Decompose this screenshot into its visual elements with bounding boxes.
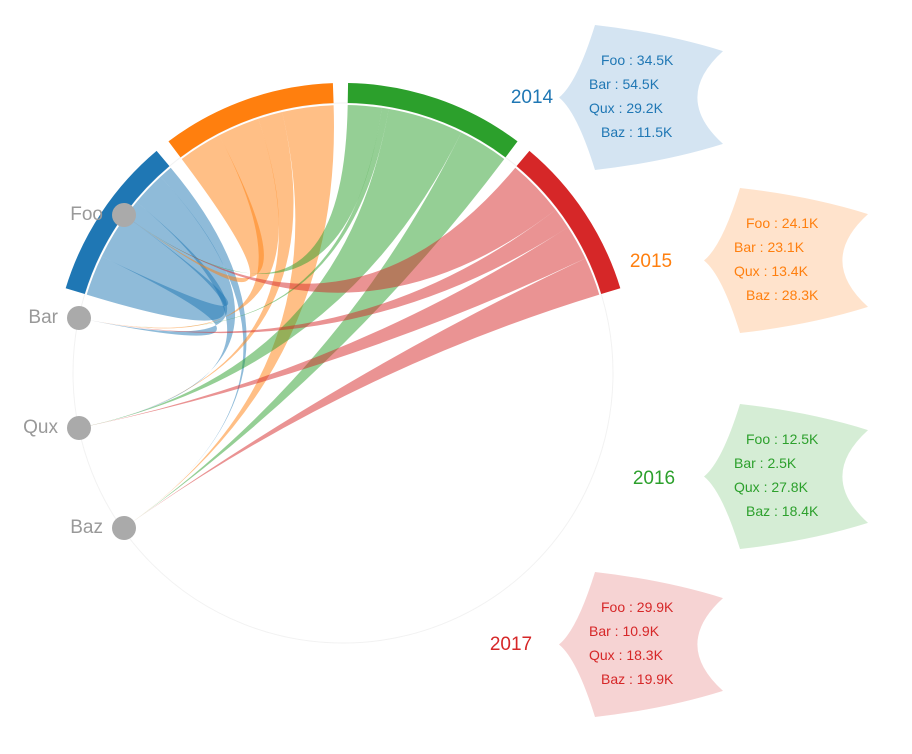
tooltip-line-2016-bar: Bar : 2.5K bbox=[734, 455, 797, 471]
ribbon-bar-2017[interactable] bbox=[79, 209, 568, 334]
tooltip-line-2017-foo: Foo : 29.9K bbox=[601, 599, 674, 615]
ribbon-qux-2014[interactable] bbox=[79, 176, 236, 428]
ribbon-baz-2017[interactable] bbox=[124, 258, 600, 528]
ribbon-foo-2017[interactable] bbox=[124, 167, 556, 293]
ribbon-qux-2015[interactable] bbox=[79, 112, 294, 428]
tooltip-line-2015-foo: Foo : 24.1K bbox=[746, 215, 819, 231]
tooltip-line-2014-bar: Bar : 54.5K bbox=[589, 76, 660, 92]
tooltip-line-2017-qux: Qux : 18.3K bbox=[589, 647, 664, 663]
node-qux[interactable] bbox=[67, 416, 91, 440]
ribbon-bar-2015[interactable] bbox=[79, 118, 279, 329]
year-label-2016: 2016 bbox=[633, 468, 675, 489]
ribbon-foo-2015[interactable] bbox=[124, 135, 264, 283]
category-label-baz: Baz bbox=[70, 517, 103, 538]
tooltip-line-2014-qux: Qux : 29.2K bbox=[589, 100, 664, 116]
tooltip-line-2014-baz: Baz : 11.5K bbox=[601, 124, 673, 140]
year-label-2014: 2014 bbox=[511, 87, 554, 108]
tooltip-2015 bbox=[704, 188, 868, 333]
tooltip-2017 bbox=[559, 572, 723, 717]
ribbon-foo-2014[interactable] bbox=[86, 215, 229, 321]
node-bar[interactable] bbox=[67, 306, 91, 330]
category-label-bar: Bar bbox=[28, 307, 58, 328]
tooltip-line-2017-baz: Baz : 19.9K bbox=[601, 671, 674, 687]
ribbon-baz-2016[interactable] bbox=[124, 132, 505, 529]
tooltip-line-2014-foo: Foo : 34.5K bbox=[601, 52, 674, 68]
ribbon-bar-2016[interactable] bbox=[79, 107, 389, 328]
ribbons bbox=[79, 105, 600, 529]
ribbon-baz-2015[interactable] bbox=[124, 105, 334, 528]
ribbon-bar-2014[interactable] bbox=[79, 202, 228, 336]
node-foo[interactable] bbox=[112, 203, 136, 227]
tooltip-line-2015-baz: Baz : 28.3K bbox=[746, 287, 819, 303]
year-label-2017: 2017 bbox=[490, 634, 532, 655]
tooltip-line-2015-bar: Bar : 23.1K bbox=[734, 239, 805, 255]
category-label-foo: Foo bbox=[70, 204, 103, 225]
arc-2016[interactable] bbox=[347, 83, 518, 158]
tooltip-line-2016-foo: Foo : 12.5K bbox=[746, 431, 819, 447]
tooltip-line-2015-qux: Qux : 13.4K bbox=[734, 263, 809, 279]
arc-2015[interactable] bbox=[168, 83, 334, 158]
tooltip-line-2016-qux: Qux : 27.8K bbox=[734, 479, 809, 495]
ribbon-foo-2016[interactable] bbox=[124, 105, 382, 274]
tooltip-line-2016-baz: Baz : 18.4K bbox=[746, 503, 819, 519]
node-baz[interactable] bbox=[112, 516, 136, 540]
arc-2017[interactable] bbox=[516, 150, 621, 295]
ribbon-qux-2016[interactable] bbox=[79, 108, 462, 429]
year-label-2015: 2015 bbox=[630, 251, 672, 272]
category-label-qux: Qux bbox=[23, 417, 58, 438]
tooltip-2014 bbox=[559, 25, 723, 170]
tooltip-line-2017-bar: Bar : 10.9K bbox=[589, 623, 660, 639]
guide-circle bbox=[72, 102, 614, 644]
tooltip-2016 bbox=[704, 404, 868, 549]
